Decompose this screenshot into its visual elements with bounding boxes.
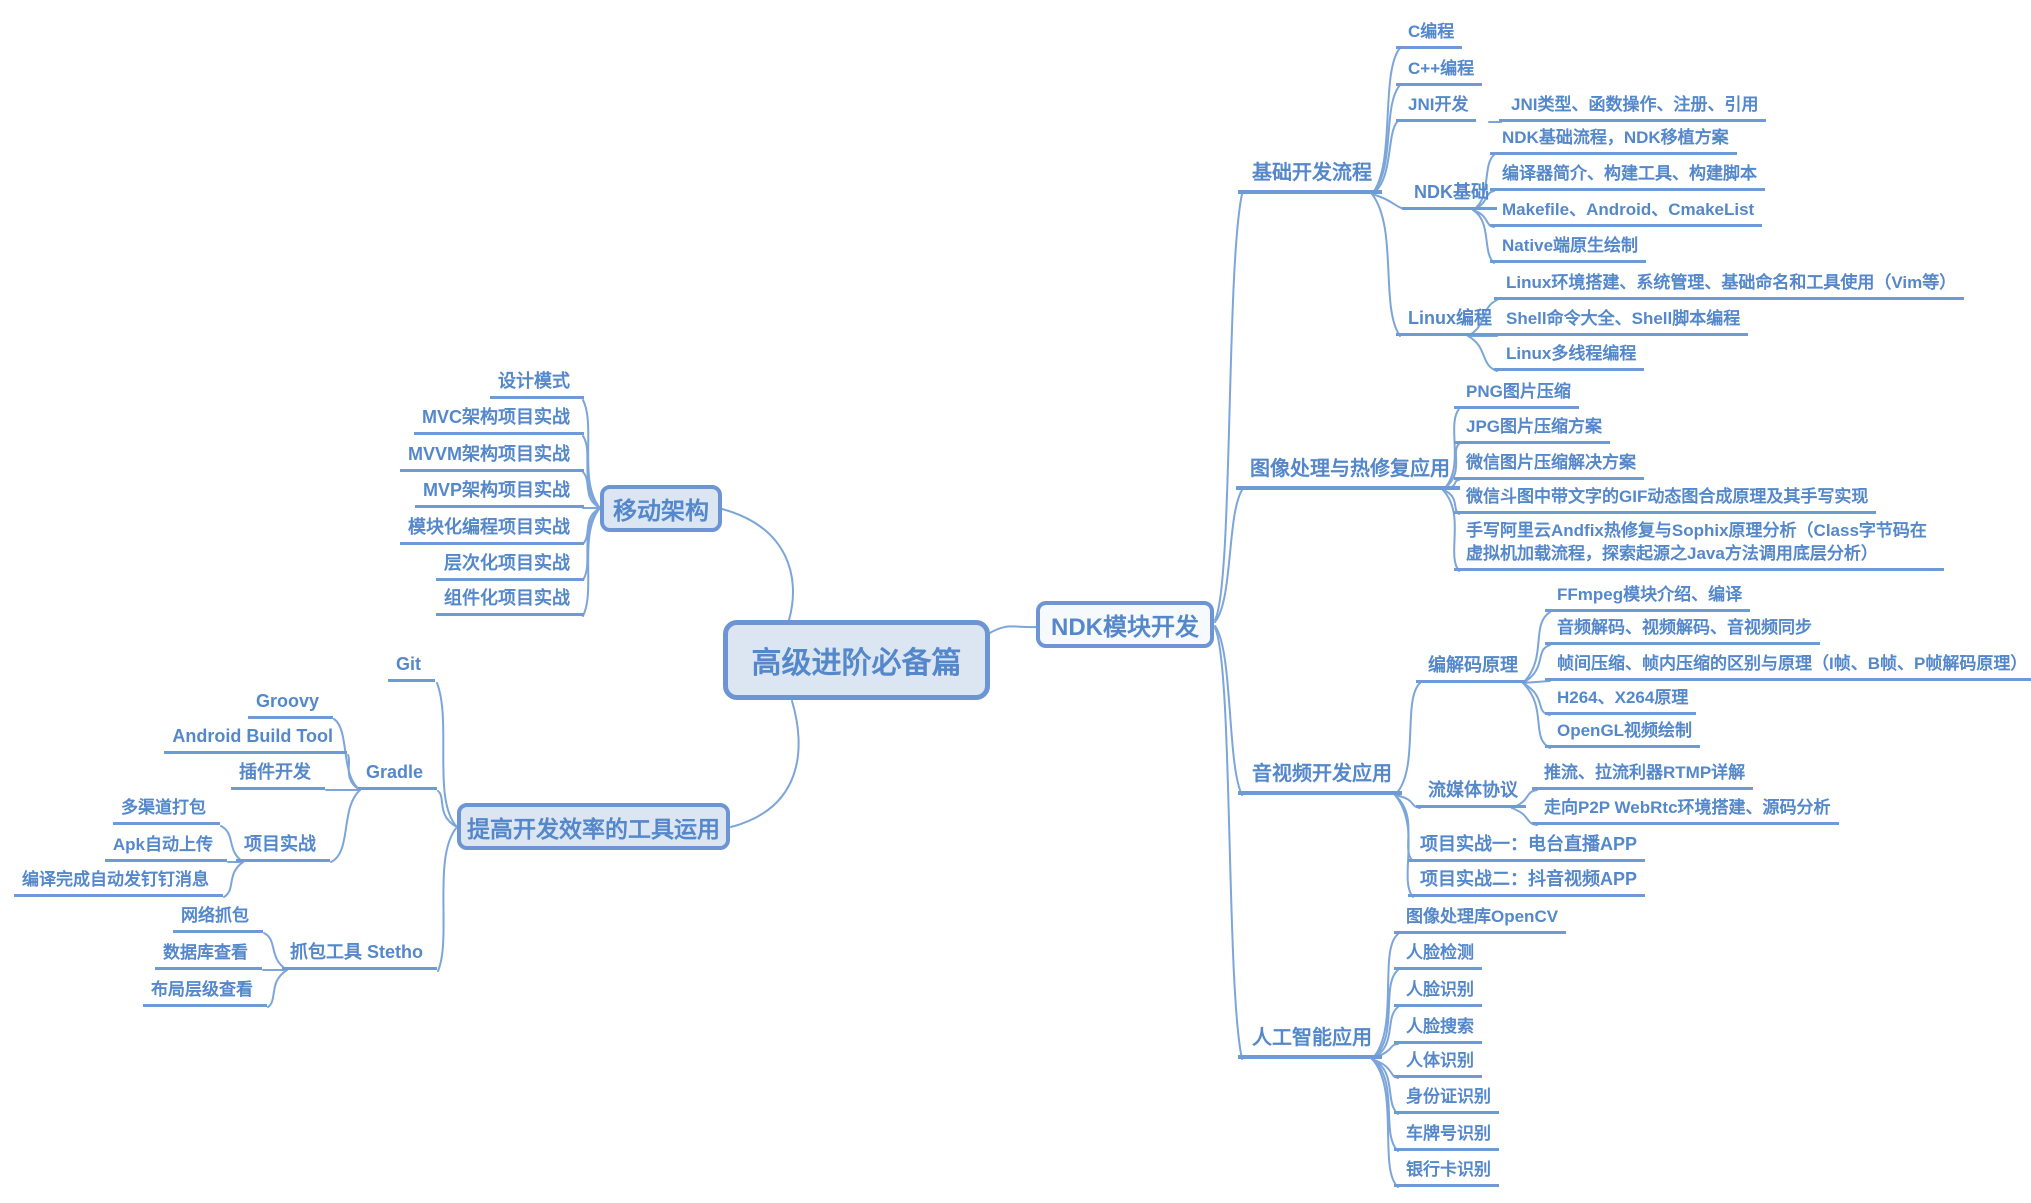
node-compiler-intro[interactable]: 编译器简介、构建工具、构建脚本 <box>1490 163 1765 191</box>
node-dev-tools-label: 提高开发效率的工具运用 <box>467 815 720 842</box>
node-frame-compress[interactable]: 帧间压缩、帧内压缩的区别与原理（I帧、B帧、P帧解码原理） <box>1545 653 2031 681</box>
node-image-hotfix[interactable]: 图像处理与热修复应用 <box>1236 456 1460 490</box>
node-andfix-sophix[interactable]: 手写阿里云Andfix热修复与Sophix原理分析（Class字节码在虚拟机加载… <box>1454 519 1944 571</box>
node-ndk-module-label: NDK模块开发 <box>1051 614 1199 641</box>
node-db-view[interactable]: 数据库查看 <box>155 942 262 970</box>
node-plugin-dev[interactable]: 插件开发 <box>231 760 325 790</box>
node-face-search[interactable]: 人脸搜索 <box>1394 1016 1482 1044</box>
node-mvvm[interactable]: MVVM架构项目实战 <box>400 442 584 472</box>
node-cpp-lang[interactable]: C++编程 <box>1396 58 1483 86</box>
node-h264[interactable]: H264、X264原理 <box>1545 687 1697 715</box>
node-audio-video[interactable]: 音视频开发应用 <box>1238 761 1402 795</box>
node-rtmp[interactable]: 推流、拉流利器RTMP详解 <box>1532 762 1754 790</box>
node-linux-thread[interactable]: Linux多线程编程 <box>1494 343 1645 371</box>
node-makefile[interactable]: Makefile、Android、CmakeList <box>1490 199 1763 227</box>
node-android-build-tool[interactable]: Android Build Tool <box>164 724 347 754</box>
node-layered[interactable]: 层次化项目实战 <box>436 551 584 581</box>
node-dingtalk-notify[interactable]: 编译完成自动发钉钉消息 <box>14 869 223 897</box>
node-root[interactable]: 高级进阶必备篇 <box>723 620 990 700</box>
node-mvc[interactable]: MVC架构项目实战 <box>414 405 584 435</box>
node-modular[interactable]: 模块化编程项目实战 <box>400 515 584 545</box>
node-shell[interactable]: Shell命令大全、Shell脚本编程 <box>1494 308 1749 336</box>
node-linux-env[interactable]: Linux环境搭建、系统管理、基础命名和工具使用（Vim等） <box>1494 272 1965 300</box>
node-layout-inspect[interactable]: 布局层级查看 <box>143 979 267 1007</box>
node-idcard-ocr[interactable]: 身份证识别 <box>1394 1086 1499 1114</box>
node-face-detect[interactable]: 人脸检测 <box>1394 942 1482 970</box>
node-body-recognize[interactable]: 人体识别 <box>1394 1050 1482 1078</box>
node-stetho[interactable]: 抓包工具 Stetho <box>282 940 437 970</box>
node-opengl-video[interactable]: OpenGL视频绘制 <box>1545 720 1701 748</box>
node-ndk-module[interactable]: NDK模块开发 <box>1036 601 1214 648</box>
node-c-lang[interactable]: C编程 <box>1396 21 1463 49</box>
node-gradle[interactable]: Gradle <box>357 760 437 790</box>
node-codec-theory[interactable]: 编解码原理 <box>1416 653 1526 683</box>
node-ndk-base[interactable]: NDK基础 <box>1402 180 1497 210</box>
node-root-label: 高级进阶必备篇 <box>751 647 962 680</box>
node-webrtc[interactable]: 走向P2P WebRtc环境搭建、源码分析 <box>1532 797 1839 825</box>
node-png-compress[interactable]: PNG图片压缩 <box>1454 381 1579 409</box>
node-apk-auto-upload[interactable]: Apk自动上传 <box>104 834 227 862</box>
node-dev-tools[interactable]: 提高开发效率的工具运用 <box>457 803 730 850</box>
node-multichannel-pack[interactable]: 多渠道打包 <box>113 797 220 825</box>
node-bankcard-ocr[interactable]: 银行卡识别 <box>1394 1159 1499 1187</box>
node-componentized[interactable]: 组件化项目实战 <box>436 586 584 616</box>
node-basic-flow[interactable]: 基础开发流程 <box>1238 160 1382 194</box>
node-plate-ocr[interactable]: 车牌号识别 <box>1394 1123 1499 1151</box>
node-git[interactable]: Git <box>388 652 435 682</box>
node-ffmpeg[interactable]: FFmpeg模块介绍、编译 <box>1545 584 1751 612</box>
node-wechat-compress[interactable]: 微信图片压缩解决方案 <box>1454 452 1644 480</box>
node-ndk-flow[interactable]: NDK基础流程，NDK移植方案 <box>1490 127 1737 155</box>
node-ai-apps[interactable]: 人工智能应用 <box>1238 1025 1382 1059</box>
node-douyin-app[interactable]: 项目实战二：抖音视频APP <box>1408 867 1646 897</box>
node-project-practice[interactable]: 项目实战 <box>236 832 330 862</box>
node-mobile-arch-label: 移动架构 <box>613 498 709 525</box>
node-radio-app[interactable]: 项目实战一：电台直播APP <box>1408 832 1646 862</box>
node-native-draw[interactable]: Native端原生绘制 <box>1490 235 1647 263</box>
node-mvp[interactable]: MVP架构项目实战 <box>414 478 584 508</box>
node-face-recognize[interactable]: 人脸识别 <box>1394 979 1482 1007</box>
node-linux-programming[interactable]: Linux编程 <box>1396 306 1500 336</box>
node-opencv[interactable]: 图像处理库OpenCV <box>1394 906 1567 934</box>
node-jni-detail[interactable]: JNI类型、函数操作、注册、引用 <box>1499 94 1767 122</box>
node-decode-sync[interactable]: 音频解码、视频解码、音视频同步 <box>1545 617 1820 645</box>
node-network-capture[interactable]: 网络抓包 <box>173 905 263 933</box>
node-mobile-arch[interactable]: 移动架构 <box>600 485 722 532</box>
node-gif-compose[interactable]: 微信斗图中带文字的GIF动态图合成原理及其手写实现 <box>1454 486 1877 514</box>
node-design-pattern[interactable]: 设计模式 <box>490 369 584 399</box>
node-jni-dev[interactable]: JNI开发 <box>1396 94 1477 122</box>
node-stream-protocol[interactable]: 流媒体协议 <box>1416 778 1526 808</box>
node-jpg-compress[interactable]: JPG图片压缩方案 <box>1454 416 1611 444</box>
node-groovy[interactable]: Groovy <box>247 689 333 719</box>
